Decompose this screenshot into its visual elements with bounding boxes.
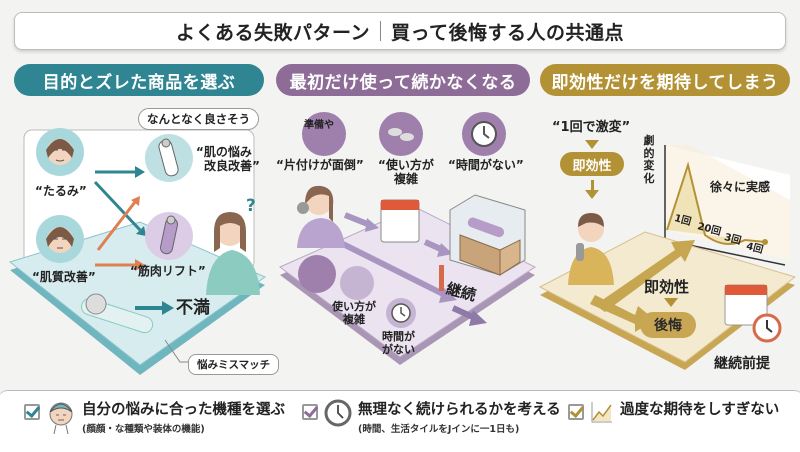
page-title: よくある失敗パターン 買って後悔する人の共通点 <box>14 12 786 50</box>
brush-head-icon <box>340 266 374 300</box>
clock-icon <box>324 399 352 427</box>
face-icon <box>49 402 73 434</box>
reason-1-label: “片付けが面倒” <box>276 158 364 172</box>
checkbox-icon <box>302 404 318 420</box>
device-2-icon <box>145 212 193 260</box>
triangle-down-icon <box>585 140 599 149</box>
prep-tools-icon <box>302 112 346 156</box>
tip-2-main: 無理なく続けられるかを考える <box>358 402 561 418</box>
woman-using-device-illustration <box>297 185 345 248</box>
chart-y-label: 劇的変化 <box>643 134 655 185</box>
device-1-icon <box>145 134 193 182</box>
confused-woman-illustration <box>206 212 260 295</box>
gloves-icon <box>298 255 336 293</box>
tip-2: 無理なく続けられるかを考える (時間、生活タイルをJインに一1日も) <box>302 398 561 435</box>
checkbox-icon <box>24 404 40 420</box>
trend-chart-icon <box>591 402 612 423</box>
title-right: 買って後悔する人の共通点 <box>391 21 625 44</box>
concern-1-label: “たるみ” <box>35 184 87 198</box>
attachments-icon <box>379 112 423 156</box>
product-1-label: “肌の悩み 改良改善” <box>196 145 260 174</box>
panel-2-header: 最初だけ使って続かなくなる <box>276 64 530 96</box>
tip-1: 自分の悩みに合った機種を選ぶ (顔顔・な種類や装体の機能) <box>24 398 285 435</box>
title-left: よくある失敗パターン <box>175 21 370 44</box>
question-mark-icon: ? <box>246 196 256 216</box>
dissatisfaction-label: 不満 <box>176 298 210 318</box>
mismatch-callout: 悩みミスマッチ <box>188 354 280 375</box>
floor-device-icon <box>80 293 154 334</box>
prep-icon-text: 準備や <box>304 120 334 131</box>
instant-effect-floor-label: 即効性 <box>644 278 690 296</box>
product-2-label: “筋肉リフト” <box>130 264 206 278</box>
clock-icon <box>462 112 506 156</box>
tip-2-sub: (時間、生活タイルをJインに一1日も) <box>358 424 520 435</box>
tip-3: 過度な期待をしすぎない <box>568 398 779 424</box>
checkbox-icon <box>568 404 584 420</box>
tip-3-main: 過度な期待をしすぎない <box>620 402 780 418</box>
floor-clock-icon <box>386 298 416 328</box>
disappointed-man-illustration <box>568 213 614 285</box>
face-skin-icon <box>36 215 84 263</box>
tip-1-sub: (顔顔・な種類や装体の機能) <box>82 424 205 435</box>
floor-label-1: 使い方が 複雑 <box>332 300 376 327</box>
instant-change-quote: “1回で激変” <box>552 120 631 135</box>
concern-2-label: “肌質改善” <box>32 270 96 284</box>
title-divider <box>380 21 381 41</box>
vague-impression-bubble: なんとなく良さそう <box>138 108 260 130</box>
reason-2-label: “使い方が 複雑 <box>378 158 434 187</box>
chart-annotation: 徐々に実感 <box>710 180 771 194</box>
reason-3-label: “時間がない” <box>448 158 524 172</box>
tip-1-main: 自分の悩みに合った機種を選ぶ <box>82 402 285 418</box>
tips-footer <box>0 390 800 452</box>
instant-effect-pill: 即効性 <box>560 152 624 176</box>
floor-label-2: 時間が がない <box>382 330 415 357</box>
arrow-down-icon <box>591 180 594 192</box>
regret-pill: 後悔 <box>640 312 696 338</box>
continuation-label: 継続前提 <box>714 356 770 372</box>
face-aging-icon <box>36 128 84 176</box>
panel-1-header: 目的とズレた商品を選ぶ <box>14 64 264 96</box>
panel-3-header: 即効性だけを期待してしまう <box>540 64 790 96</box>
